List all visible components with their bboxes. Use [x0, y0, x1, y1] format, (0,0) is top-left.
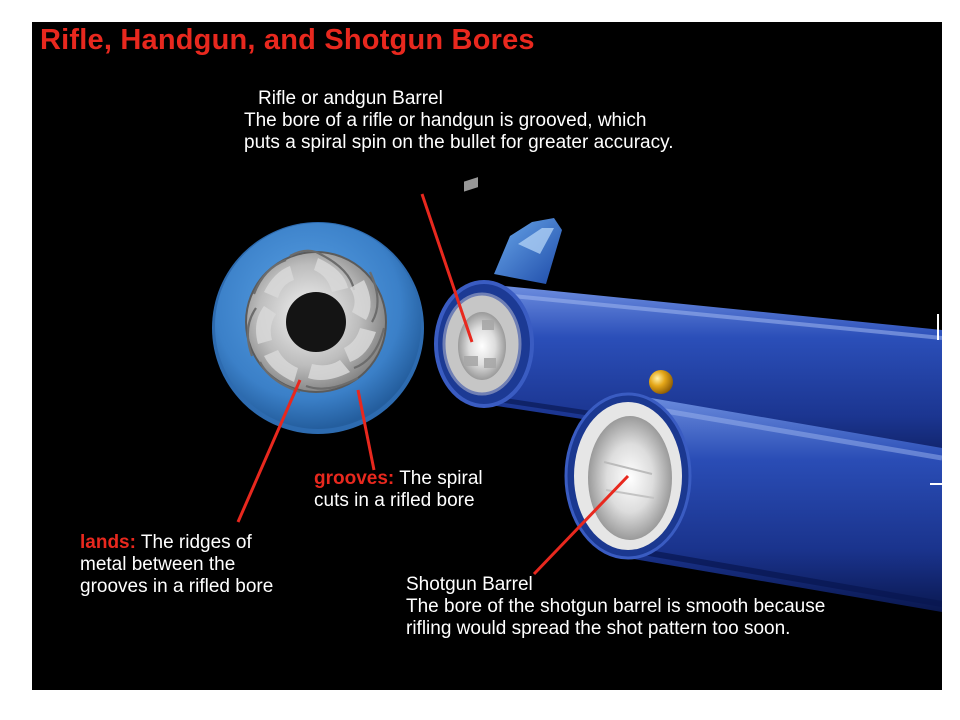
- bore-cross-section: [212, 222, 424, 434]
- grooves-leader-line: [356, 389, 376, 471]
- shotgun-leader-line: [532, 474, 630, 576]
- front-sight-bead: [649, 370, 673, 394]
- shotgun-barrel-callout: Shotgun Barrel The bore of the shotgun b…: [406, 574, 836, 640]
- bore-hole: [286, 292, 346, 352]
- rifle-leader-line: [420, 193, 474, 343]
- shotgun-barrel-description: The bore of the shotgun barrel is smooth…: [406, 596, 826, 639]
- lands-callout: lands: The ridges of metal between the g…: [80, 532, 280, 598]
- rifle-barrel-heading: Rifle or andgun Barrel: [258, 88, 443, 109]
- lands-term: lands:: [80, 532, 136, 553]
- lands-description: The ridges of metal between the grooves …: [80, 532, 274, 597]
- grooves-description: The spiral cuts in a rifled bore: [314, 468, 483, 511]
- grooves-callout: grooves: The spiral cuts in a rifled bor…: [314, 468, 499, 512]
- shotgun-barrel-heading: Shotgun Barrel: [406, 574, 533, 595]
- page-title: Rifle, Handgun, and Shotgun Bores: [40, 24, 535, 56]
- grooves-term: grooves:: [314, 468, 395, 489]
- rear-sight: [494, 218, 562, 284]
- barrel-illustration: [212, 177, 942, 612]
- lands-leader-line: [236, 379, 302, 523]
- rifle-barrel-callout: Rifle or andgun Barrel The bore of a rif…: [244, 88, 684, 154]
- diagram-panel: Rifle, Handgun, and Shotgun Bores Rifle …: [32, 22, 942, 690]
- edge-marks: [930, 314, 942, 485]
- leader-lines: [236, 193, 630, 576]
- rifle-barrel-description: The bore of a rifle or handgun is groove…: [244, 110, 674, 153]
